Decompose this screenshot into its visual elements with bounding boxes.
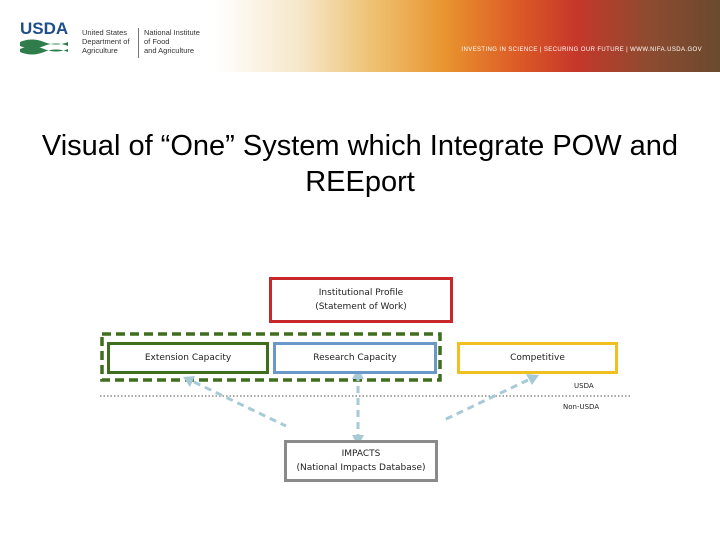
extension-capacity-box: Extension Capacity bbox=[107, 342, 269, 374]
usda-logo-icon: USDA bbox=[20, 19, 68, 55]
competitive-box: Competitive bbox=[457, 342, 618, 374]
header-divider bbox=[138, 28, 139, 58]
usda-label: USDA bbox=[574, 382, 594, 390]
arrow-competitive-impacts bbox=[443, 378, 529, 422]
research-capacity-box: Research Capacity bbox=[273, 342, 437, 374]
capacity-group-border bbox=[100, 332, 442, 382]
non-usda-label: Non-USDA bbox=[563, 403, 600, 411]
header-tagline: INVESTING IN SCIENCE | SECURING OUR FUTU… bbox=[461, 47, 702, 53]
impacts-box: IMPACTS (National Impacts Database) bbox=[284, 440, 438, 482]
arrowhead-extension bbox=[183, 376, 195, 387]
logo-text: USDA bbox=[20, 19, 68, 38]
header-banner: USDA United States Department of Agricul… bbox=[0, 0, 720, 72]
institutional-profile-box: Institutional Profile (Statement of Work… bbox=[269, 277, 453, 323]
arrow-extension-impacts bbox=[193, 380, 287, 428]
agency-name-nifa: National Institute of Food and Agricultu… bbox=[144, 28, 200, 55]
slide-title: Visual of “One” System which Integrate P… bbox=[41, 130, 679, 198]
agency-name-usda: United States Department of Agriculture bbox=[82, 28, 130, 55]
arrowhead-competitive bbox=[526, 374, 539, 385]
